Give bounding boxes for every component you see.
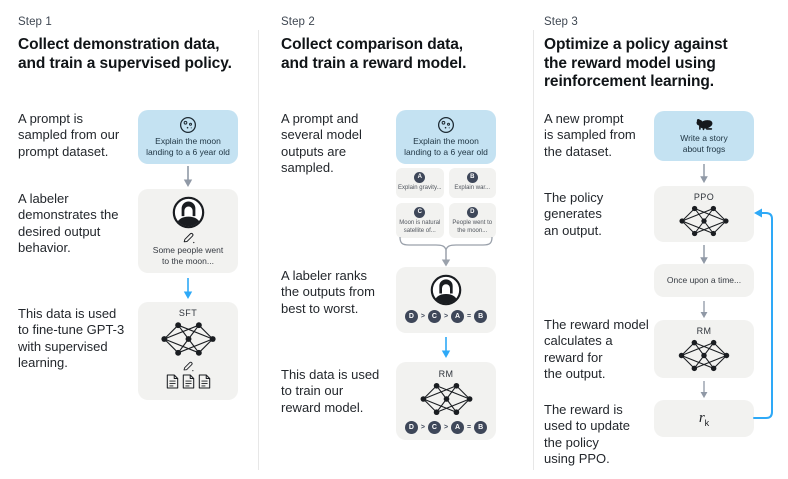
ranking-separator: > [443,424,449,431]
prompt-card-text: Write a story about frogs [680,133,728,155]
output-text: Explain gravity... [397,185,442,191]
labeler-card-text: Some people went to the moon... [152,245,224,267]
output-badge: D [466,207,478,218]
arrow-down-icon [698,245,710,265]
arrow-down-icon [698,301,710,319]
ranking-badge: D [404,310,418,323]
rm-network-icon [419,380,474,418]
ranking-separator: > [420,424,425,431]
prompt-card: Explain the moon landing to a 6 year old [138,110,238,164]
output-card-c: C Moon is natural satellite of... [396,203,444,238]
arrow-down-icon [698,381,710,399]
ppo-label: PPO [693,192,715,202]
column-divider [533,30,534,470]
paragraph-new-prompt: A new prompt is sampled from the dataset… [544,111,636,159]
output-badge: B [466,172,478,183]
paragraph-labeler-ranks: A labeler ranks the outputs from best to… [281,268,375,316]
step-label-3: Step 3 [544,16,578,28]
prompt-card-text: Explain the moon landing to a 6 year old [404,136,488,158]
pencil-icon [182,360,194,372]
column-title-3: Optimize a policy against the reward mod… [544,36,728,91]
rm-label: RM [438,369,454,379]
rm-label: RM [696,326,712,336]
rm-model-card: RM D > C > A = B [396,362,496,440]
sft-model-card: SFT [138,302,238,400]
paragraph-rm-calculates: The reward model calculates a reward for… [544,317,649,381]
arrow-down-icon [182,166,194,188]
prompt-card: Write a story about frogs [654,111,754,161]
output-card-b: B Explain war... [448,168,496,198]
document-icon [198,374,211,389]
paragraph-policy-generates: The policy generates an output. [544,190,604,238]
ranking-row: D > C > A = B [404,421,488,434]
ppo-network-icon [678,203,730,239]
arrow-down-icon [440,337,452,359]
paragraph-outputs-sampled: A prompt and several model outputs are s… [281,111,362,175]
paragraph-prompt-sampled: A prompt is sampled from our prompt data… [18,111,120,159]
labeler-avatar-icon [172,196,205,229]
labeler-card: Some people went to the moon... [138,189,238,273]
frog-icon [695,117,714,131]
model-outputs-grid: A Explain gravity... B Explain war... C … [396,168,496,238]
ranking-row: D > C > A = B [404,310,488,323]
step-label-2: Step 2 [281,16,315,28]
ppo-model-card: PPO [654,186,754,242]
output-text: Explain war... [454,185,491,191]
document-icon [166,374,179,389]
labeler-avatar-icon [430,274,462,306]
sft-label: SFT [178,308,198,318]
arrow-down-icon [698,164,710,184]
step-label-1: Step 1 [18,16,52,28]
output-text: Moon is natural satellite of... [399,220,441,234]
ranking-badge: A [451,421,465,434]
paragraph-reward-updates: The reward is used to update the policy … [544,402,631,466]
output-text-card: Once upon a time... [654,264,754,297]
column-divider [258,30,259,470]
output-card-a: A Explain gravity... [396,168,444,198]
feedback-loop-arrow [753,208,773,419]
paragraph-labeler-demonstrates: A labeler demonstrates the desired outpu… [18,191,119,255]
output-badge: C [414,207,426,218]
output-text: People went to the moon... [452,220,493,234]
ranking-badge: A [451,310,465,323]
prompt-card-text: Explain the moon landing to a 6 year old [146,136,230,158]
rm-model-card: RM [654,320,754,378]
prompt-card: Explain the moon landing to a 6 year old [396,110,496,164]
output-text: Once upon a time... [666,274,742,285]
ranking-badge: D [404,421,418,434]
ranking-separator: > [420,313,425,320]
arrow-down-icon [182,278,194,300]
ranking-badge: C [427,421,441,434]
pencil-icon [182,231,195,244]
moon-icon [179,116,197,134]
column-title-1: Collect demonstration data, and train a … [18,36,232,72]
documents-icon [166,374,211,389]
output-card-d: D People went to the moon... [448,203,496,238]
column-title-2: Collect comparison data, and train a rew… [281,36,467,72]
sft-network-icon [160,319,217,359]
paragraph-finetune: This data is used to fine-tune GPT-3 wit… [18,306,125,370]
moon-icon [437,116,455,134]
reward-symbol: rk [698,410,710,428]
ranking-badge: B [474,421,488,434]
ranking-separator: > [443,313,449,320]
rm-network-icon [677,337,731,374]
ranking-card: D > C > A = B [396,267,496,333]
brace-connector-icon [399,236,493,267]
ranking-separator: = [467,313,472,320]
reward-value-card: rk [654,400,754,437]
ranking-badge: C [427,310,441,323]
output-badge: A [414,172,426,183]
ranking-badge: B [474,310,488,323]
document-icon [182,374,195,389]
paragraph-train-rm: This data is used to train our reward mo… [281,367,380,415]
ranking-separator: = [467,424,472,431]
